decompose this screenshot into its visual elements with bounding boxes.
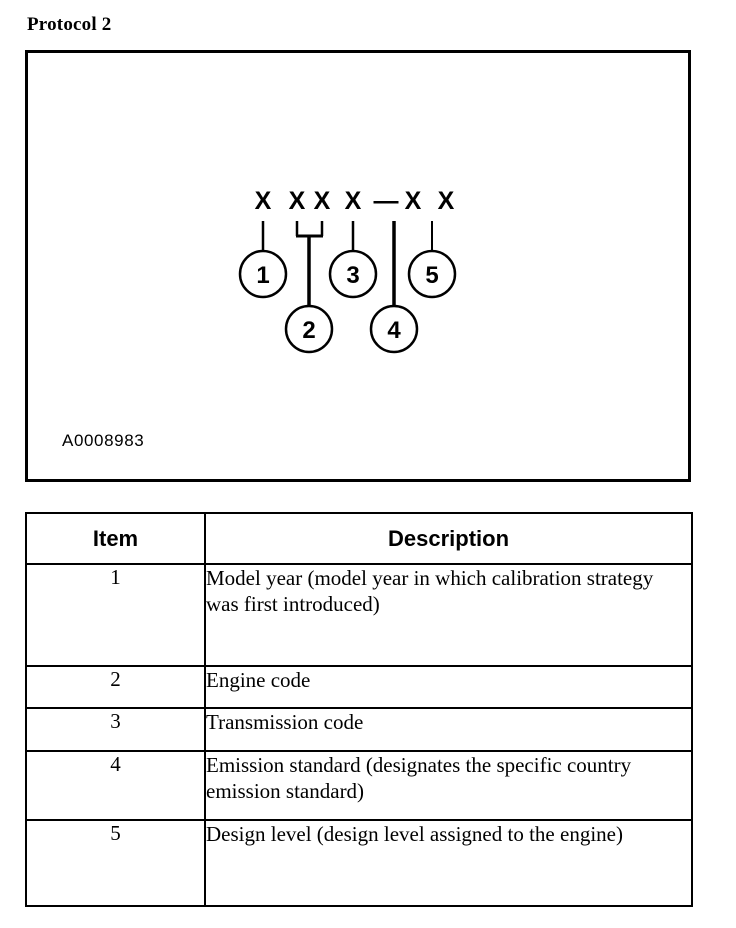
callout-label-3: 3 bbox=[346, 262, 359, 289]
cell-item-number: 1 bbox=[25, 563, 206, 667]
cell-item-description: Transmission code bbox=[204, 707, 693, 752]
code-char-dash: — bbox=[374, 187, 399, 215]
table-row: 1 Model year (model year in which calibr… bbox=[25, 563, 693, 667]
engine-code-callout-diagram: X X X X — X X 1 3 5 2 4 A0008983 bbox=[62, 187, 457, 450]
callout-label-5: 5 bbox=[425, 262, 438, 289]
cell-item-number: 3 bbox=[25, 707, 206, 752]
figure-id-label: A0008983 bbox=[62, 431, 144, 450]
code-char-6: X bbox=[405, 187, 422, 215]
callout-label-4: 4 bbox=[387, 317, 401, 344]
item-description-table: Item Description 1 Model year (model yea… bbox=[25, 512, 693, 907]
cell-item-description: Emission standard (designates the specif… bbox=[204, 750, 693, 821]
cell-item-number: 4 bbox=[25, 750, 206, 821]
callout-circle-1 bbox=[238, 249, 288, 299]
cell-item-number: 5 bbox=[25, 819, 206, 907]
callout-circle-2 bbox=[284, 304, 334, 354]
cell-item-description: Model year (model year in which calibrat… bbox=[204, 563, 693, 667]
cell-item-description: Engine code bbox=[204, 665, 693, 709]
code-char-2: X bbox=[289, 187, 306, 215]
code-char-4: X bbox=[345, 187, 362, 215]
callout-label-1: 1 bbox=[256, 262, 269, 289]
table-row: 2 Engine code bbox=[25, 665, 693, 709]
code-char-3: X bbox=[314, 187, 331, 215]
callout-circle-5 bbox=[407, 249, 457, 299]
table-row: 4 Emission standard (designates the spec… bbox=[25, 750, 693, 821]
page-title: Protocol 2 bbox=[27, 14, 112, 35]
column-header-description: Description bbox=[204, 512, 693, 565]
code-char-1: X bbox=[255, 187, 272, 215]
code-char-7: X bbox=[438, 187, 455, 215]
table-row: 3 Transmission code bbox=[25, 707, 693, 752]
cell-item-number: 2 bbox=[25, 665, 206, 709]
table-header-row: Item Description bbox=[25, 512, 693, 565]
callout-label-2: 2 bbox=[302, 317, 315, 344]
table-row: 5 Design level (design level assigned to… bbox=[25, 819, 693, 907]
cell-item-description: Design level (design level assigned to t… bbox=[204, 819, 693, 907]
column-header-item: Item bbox=[25, 512, 206, 565]
callout-circle-4 bbox=[369, 304, 419, 354]
figure-panel: X X X X — X X 1 3 5 2 4 A0008983 bbox=[25, 50, 691, 482]
callout-circle-3 bbox=[328, 249, 378, 299]
